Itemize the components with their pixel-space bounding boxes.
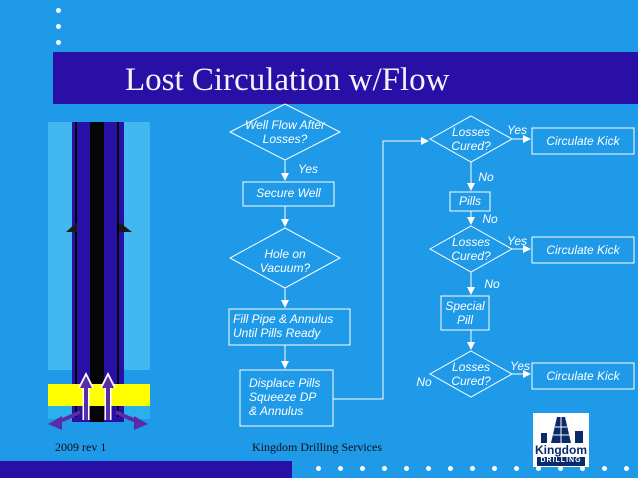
terminal-circ-2 — [531, 236, 635, 264]
terminal-circ-3 — [531, 362, 635, 390]
decor-dot — [382, 466, 387, 471]
losses-cured-label-1: Losses Cured? — [451, 125, 491, 153]
title-bar — [53, 52, 638, 104]
decor-dot — [56, 24, 61, 29]
process-special-pill — [440, 295, 490, 331]
circulate-kick-label-2: Circulate Kick — [546, 243, 620, 257]
circulate-kick-label-3: Circulate Kick — [546, 369, 620, 383]
decor-dot — [56, 8, 61, 13]
logo-subtext: DRILLING — [540, 457, 582, 464]
no-label: No — [416, 375, 432, 389]
yes-label: Yes — [297, 162, 318, 176]
decor-dot — [602, 466, 607, 471]
yes-label: Yes — [509, 359, 530, 373]
terminal-circ-1 — [531, 127, 635, 155]
slide-title: Lost Circulation w/Flow — [125, 62, 450, 98]
losses-cured-label-3: Losses Cured? — [451, 360, 491, 388]
decor-dot — [624, 466, 629, 471]
no-label: No — [482, 212, 498, 226]
circulate-kick-label-1: Circulate Kick — [546, 134, 620, 148]
process-secure-well — [242, 181, 335, 207]
decor-dot — [316, 466, 321, 471]
decor-dot — [514, 466, 519, 471]
logo-wordmark: Kingdom — [535, 443, 587, 457]
yes-label: Yes — [506, 234, 527, 248]
hole-vacuum-label: Hole on Vacuum? — [259, 247, 311, 275]
decor-dot — [404, 466, 409, 471]
decor-dot — [492, 466, 497, 471]
footer-bar — [0, 461, 292, 478]
process-displace — [239, 369, 334, 427]
decor-dot — [56, 40, 61, 45]
decor-dot — [580, 466, 585, 471]
decor-dot — [448, 466, 453, 471]
decor-dot — [470, 466, 475, 471]
no-label: No — [478, 170, 494, 184]
decor-dot — [360, 466, 365, 471]
no-label: No — [484, 277, 500, 291]
decor-dot — [558, 466, 563, 471]
decor-dot — [338, 466, 343, 471]
displace-label: Displace Pills Squeeze DP & Annulus — [249, 376, 321, 418]
secure-well-label: Secure Well — [256, 186, 321, 200]
process-fill-pipe — [228, 308, 351, 346]
decor-dot — [426, 466, 431, 471]
yes-label: Yes — [506, 123, 527, 137]
decor-dot — [536, 466, 541, 471]
special-pill-label: Special Pill — [445, 299, 485, 327]
pills-label: Pills — [458, 194, 481, 208]
footer-company: Kingdom Drilling Services — [252, 440, 382, 454]
decision-losses-3 — [428, 350, 514, 398]
derrick-icon — [537, 417, 585, 466]
footer-revision: 2009 rev 1 — [55, 440, 107, 454]
losses-cured-label-2: Losses Cured? — [451, 235, 491, 263]
well-flow-label: Well Flow After Losses? — [244, 118, 325, 146]
fill-pipe-label: Fill Pipe & Annulus Until Pills Ready — [233, 312, 334, 340]
kingdom-drilling-logo: Kingdom DRILLING — [533, 413, 589, 467]
process-pills — [449, 191, 491, 212]
wellbore-illustration — [48, 122, 150, 430]
